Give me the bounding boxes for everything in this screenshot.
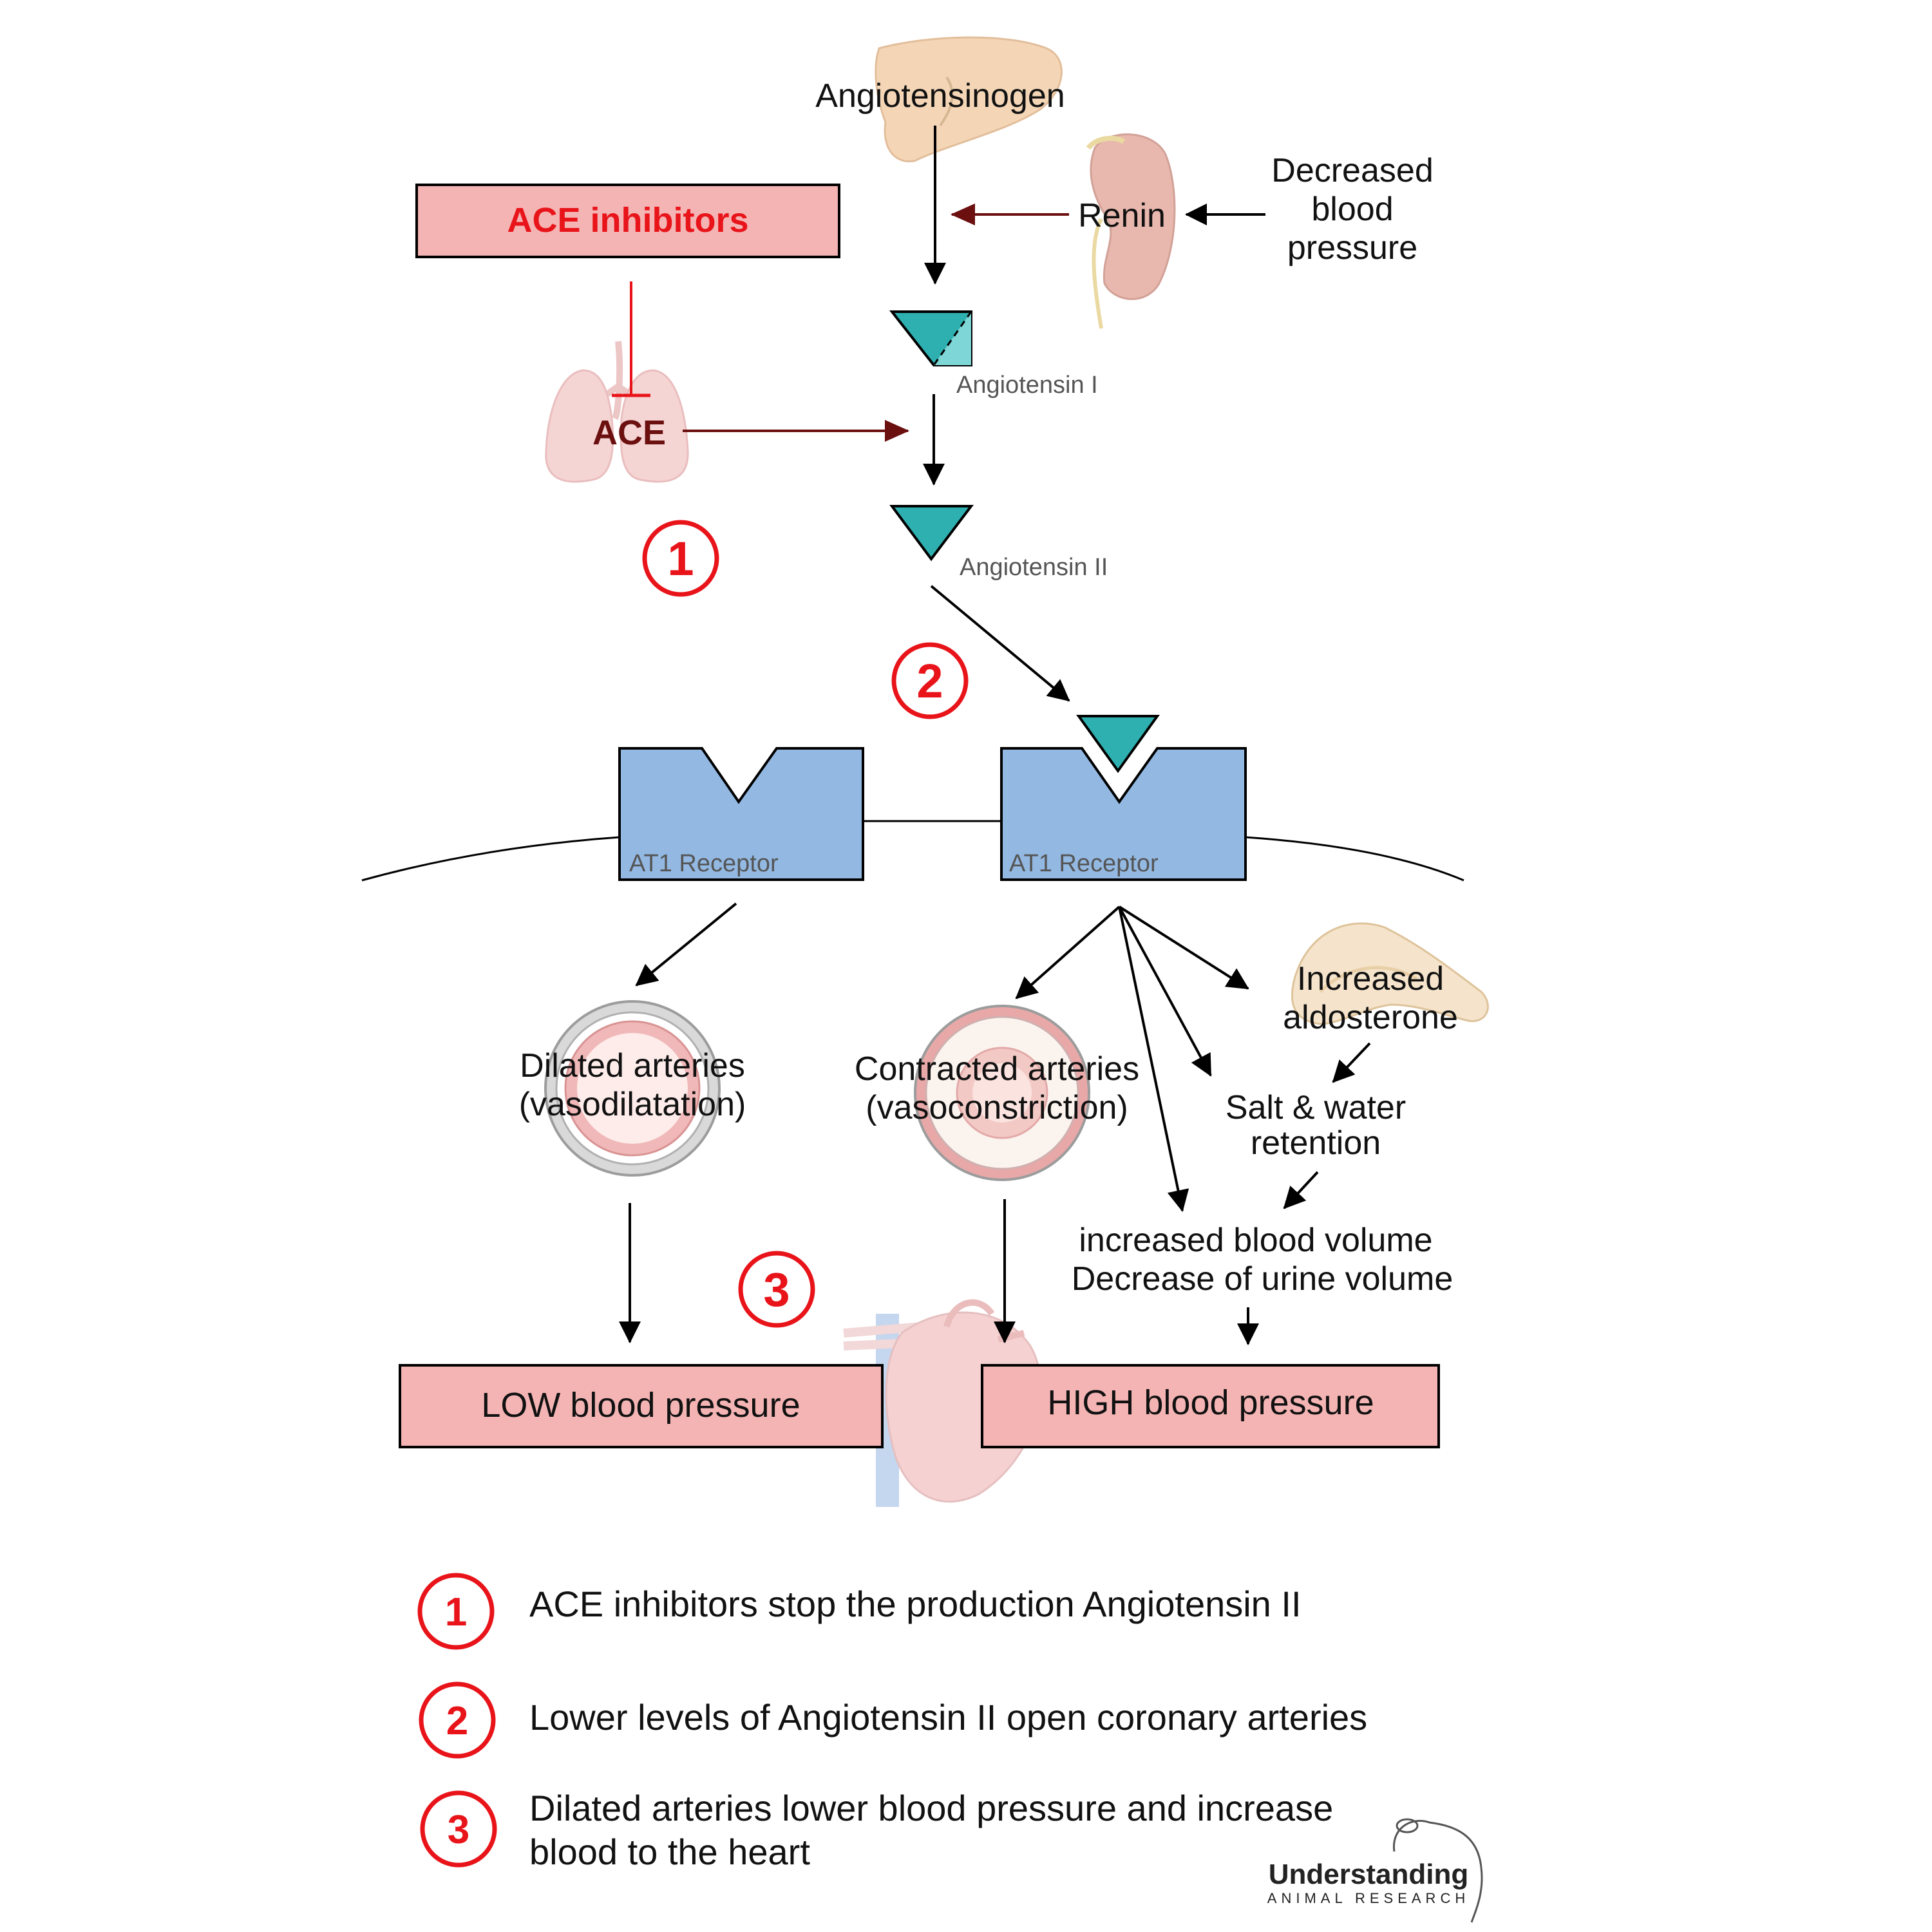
vasoconstriction-arrow [1015, 905, 1121, 999]
dilated-label-line2: (vasodilatation) [519, 1086, 746, 1123]
aldosterone-to-salt-arrow [1332, 1042, 1371, 1083]
angiotensin-1-shape [889, 310, 972, 366]
left-receptor-arrow [635, 902, 737, 987]
contracted-label-line1: Contracted arteries [855, 1050, 1139, 1088]
decreased-bp-line2: blood [1311, 191, 1393, 228]
svg-text:3: 3 [763, 1263, 790, 1316]
dilated-artery-icon [544, 1000, 721, 1177]
renin-label: Renin [1078, 197, 1166, 234]
blood-volume-line1: increased blood volume [1079, 1222, 1432, 1259]
heart-icon [843, 1299, 1042, 1507]
marker-1: 1 [642, 520, 719, 597]
membrane-right [1245, 836, 1464, 882]
high-bp-box [981, 1364, 1440, 1448]
svg-text:2: 2 [916, 654, 943, 708]
bound-angiotensin-2 [1076, 715, 1160, 773]
legend-1-text: ACE inhibitors stop the production Angio… [529, 1584, 1302, 1624]
salt-water-arrow [1118, 906, 1212, 1077]
at1-receptor-left [618, 747, 864, 881]
dilated-label-line1: Dilated arteries [520, 1047, 745, 1084]
lungs-icon [545, 341, 689, 483]
marker-3: 3 [738, 1251, 815, 1328]
salt-to-volume-arrow [1283, 1171, 1319, 1209]
marker-2: 2 [891, 642, 969, 719]
ace-label: ACE [592, 413, 666, 452]
legend-3-text-line2: blood to the heart [529, 1832, 810, 1872]
high-bp-label: HIGH blood pressure [1047, 1383, 1374, 1422]
legend-item-3: 3 Dilated arteries lower blood pressure … [420, 1788, 1333, 1872]
legend-1-number: 1 [445, 1590, 467, 1634]
adrenal-gland-icon [1291, 922, 1489, 1025]
salt-water-line2: retention [1251, 1124, 1381, 1162]
decreased-bp-line1: Decreased [1271, 152, 1433, 189]
angiotensin-2-label: Angiotensin II [960, 554, 1108, 581]
aldosterone-arrow [1118, 905, 1249, 990]
angiotensin-2-arrow [930, 585, 1070, 702]
contracted-label-line2: (vasoconstriction) [866, 1089, 1128, 1126]
at1-receptor-right-label: AT1 Receptor [1009, 850, 1159, 877]
legend-item-2: 2 Lower levels of Angiotensin II open co… [419, 1681, 1367, 1759]
aldosterone-line1: Increased [1297, 960, 1444, 998]
legend-3-text-line1: Dilated arteries lower blood pressure an… [529, 1788, 1333, 1828]
ace-inhibitors-box [415, 184, 840, 258]
low-bp-label: LOW blood pressure [481, 1386, 800, 1425]
angiotensin-1-label: Angiotensin I [956, 372, 1098, 399]
kidney-icon [1086, 133, 1176, 329]
logo-line2: ANIMAL RESEARCH [1267, 1890, 1470, 1906]
liver-icon [875, 36, 1063, 163]
at1-receptor-right [1000, 747, 1247, 881]
salt-water-line1: Salt & water [1226, 1089, 1406, 1126]
contracted-artery-icon [914, 1005, 1090, 1181]
understanding-animal-research-logo: Understanding ANIMAL RESEARCH [1267, 1818, 1483, 1923]
legend-item-1: 1 ACE inhibitors stop the production Ang… [417, 1573, 1302, 1650]
ace-inhibitors-label: ACE inhibitors [507, 201, 749, 240]
blood-volume-arrow [1118, 906, 1189, 1212]
legend-3-number: 3 [448, 1808, 469, 1852]
logo-line1: Understanding [1269, 1859, 1468, 1890]
blood-volume-line2: Decrease of urine volume [1072, 1260, 1454, 1298]
decreased-bp-line3: pressure [1287, 229, 1417, 267]
angiotensinogen-label: Angiotensinogen [815, 77, 1065, 115]
angiotensin-2-shape [889, 505, 974, 562]
membrane-left [361, 836, 620, 882]
legend-2-number: 2 [446, 1699, 468, 1743]
aldosterone-line2: aldosterone [1283, 999, 1458, 1036]
at1-receptor-left-label: AT1 Receptor [629, 850, 779, 877]
legend-2-text: Lower levels of Angiotensin II open coro… [529, 1697, 1367, 1738]
low-bp-box [399, 1364, 884, 1448]
svg-text:1: 1 [667, 532, 694, 585]
